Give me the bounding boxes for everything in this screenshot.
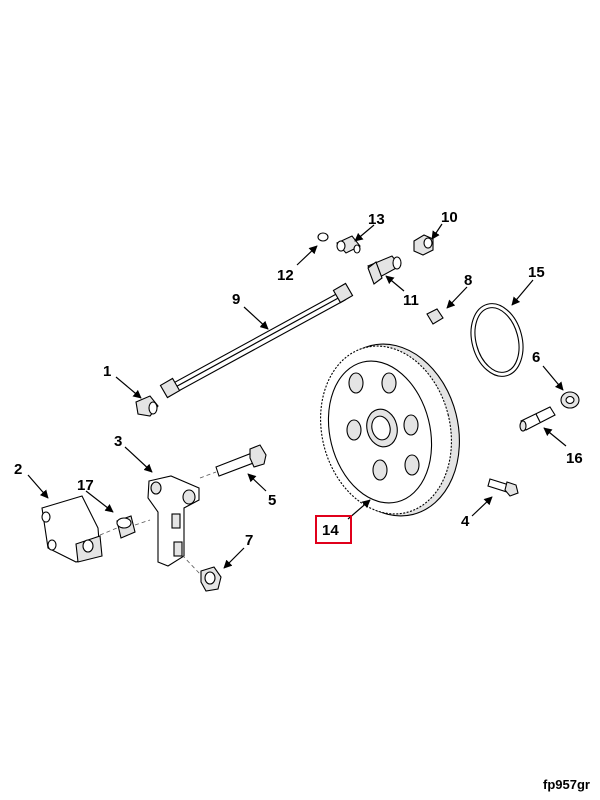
callout-1[interactable]: 1 [103,363,111,380]
callout-17[interactable]: 17 [77,477,94,494]
callout-16[interactable]: 16 [566,450,583,467]
callout-8[interactable]: 8 [464,272,472,289]
callout-14[interactable]: 14 [322,522,339,539]
callout-13[interactable]: 13 [368,211,385,228]
oring-small-part [317,232,329,242]
support-arm-part [147,475,200,567]
bracket-part [41,495,103,563]
capscrew-5-part [215,444,267,477]
plug-part [426,308,444,325]
connector-part [336,235,361,254]
leader-lines [27,223,567,569]
callout-11[interactable]: 11 [403,292,419,309]
tee-fitting-part [367,255,402,285]
callout-6[interactable]: 6 [532,349,540,366]
callout-2[interactable]: 2 [14,461,22,478]
callout-12[interactable]: 12 [277,267,294,284]
capscrew-4-part [487,478,519,497]
capscrew-7-part [200,566,222,592]
gear-part [320,343,460,517]
nut-part [413,234,434,256]
callout-7[interactable]: 7 [245,532,253,549]
callout-3[interactable]: 3 [114,433,122,450]
dowel-part [519,406,556,432]
callout-5[interactable]: 5 [268,492,276,509]
callout-9[interactable]: 9 [232,291,240,308]
figure-reference-code: fp957gr [543,777,590,792]
spacer-part [116,515,136,539]
assembly-lines [99,471,217,576]
elbow-part [135,395,159,417]
callout-15[interactable]: 15 [528,264,545,281]
washer-part [560,391,580,409]
tube-part [159,282,354,399]
callout-labels: 1 2 3 4 5 6 7 8 9 10 11 12 13 14 15 16 1… [14,209,583,549]
callout-4[interactable]: 4 [461,513,470,530]
highlight-box-14 [315,515,352,544]
callout-10[interactable]: 10 [441,209,458,226]
oring-large-part [470,303,524,377]
